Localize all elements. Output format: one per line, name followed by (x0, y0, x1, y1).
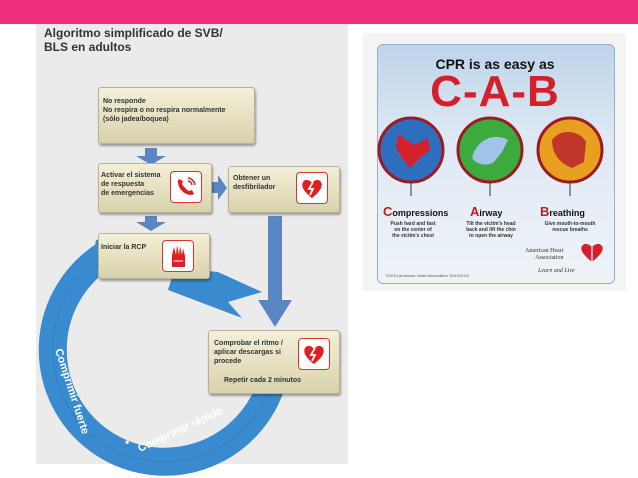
airway-desc: Tilt the victim's head back and lift the… (466, 221, 516, 239)
cab-big-text: C-A-B (430, 67, 560, 116)
top-banner (0, 0, 638, 24)
loop-arrow-head (168, 268, 262, 318)
defibrillator-heart-icon (296, 172, 328, 204)
box-comprobar-text: Comprobar el ritmo / aplicar descargas s… (214, 340, 283, 365)
loop-arrow-inner-edge (52, 254, 273, 463)
compressions-heading: Compressions (383, 204, 449, 219)
arrow-right (211, 175, 227, 200)
breathing-desc: Give mouth-to-mouth rescue breaths (544, 221, 596, 233)
arrow-down-1 (136, 148, 166, 165)
box-activar-text: Activar el sistema de respuesta de emerg… (101, 172, 161, 197)
box-no-responde-text: No responde No respira o no respira norm… (103, 98, 226, 123)
box-iniciar-rcp-text: Iniciar la RCP (101, 244, 147, 251)
hands-icon (162, 240, 194, 272)
loop-arrow (38, 243, 286, 476)
box-repetir-text: Repetir cada 2 minutos (224, 377, 302, 384)
copyright-text: ©2010 American Heart Association 10/10/2… (386, 273, 469, 278)
defibrillator-heart-icon (298, 338, 330, 370)
cab-title: CPR is as easy as (435, 56, 555, 72)
airway-heading: Airway (470, 204, 503, 219)
arrow-down-2 (136, 216, 166, 231)
flowchart-title: Algoritmo simplificado de SVB/ BLS en ad… (44, 26, 223, 54)
box-obtener-text: Obtener un desfibrilador (233, 175, 276, 191)
aha-wordmark: American Heart Association (525, 248, 564, 261)
phone-icon (170, 171, 202, 203)
aha-tagline: Learn and Live (538, 268, 575, 274)
loop-dot: • (125, 435, 129, 449)
arrow-down-long (258, 216, 292, 327)
compressions-desc: Push hard and fast on the center of the … (390, 221, 436, 239)
breathing-heading: Breathing (540, 204, 585, 219)
box-no-responde (98, 87, 255, 144)
